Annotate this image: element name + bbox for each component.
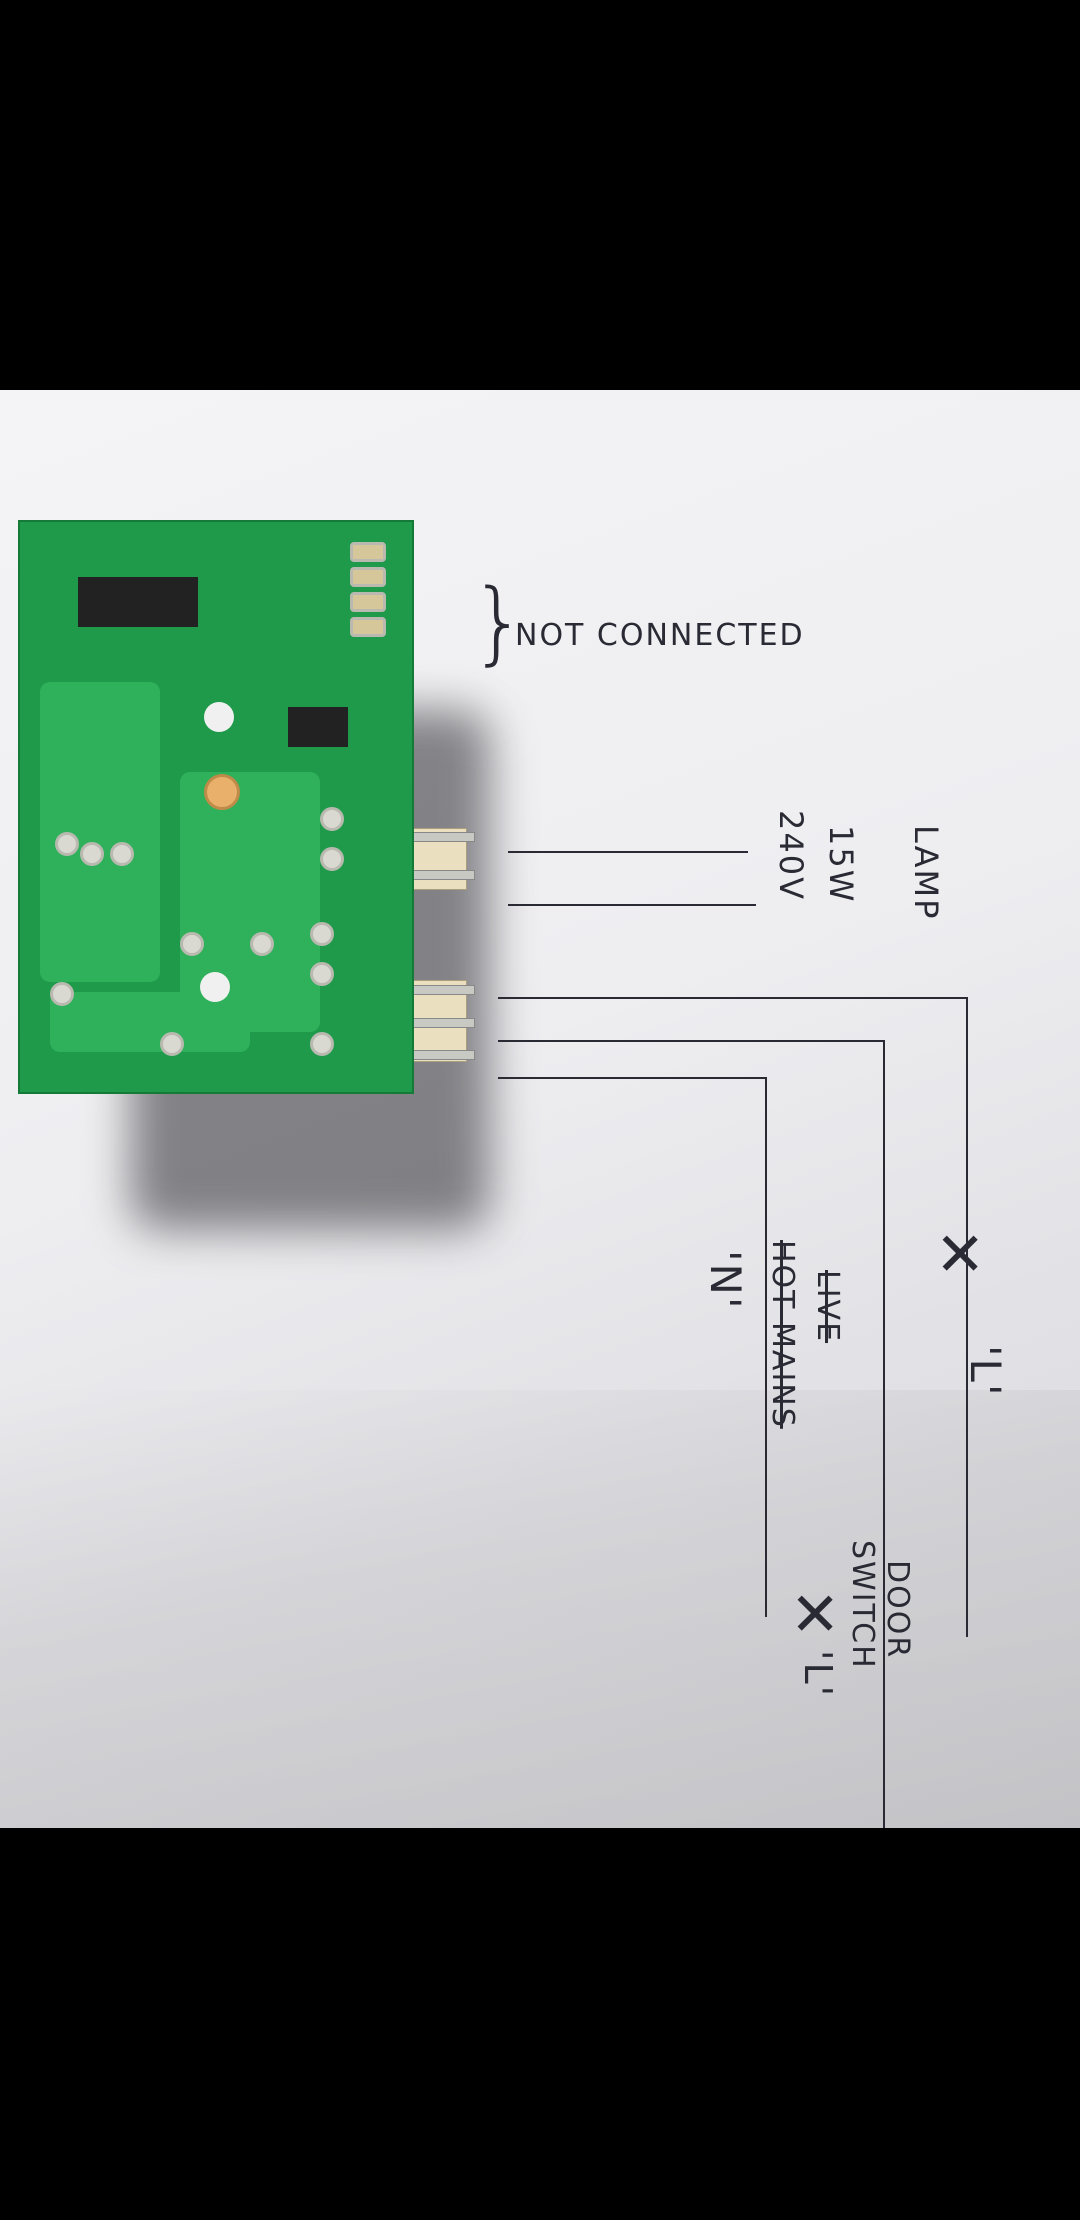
wire-door [883,1040,885,1828]
regulator [288,707,348,747]
switch-label: SWITCH [845,1540,880,1670]
pin [405,832,475,842]
pin [405,1050,475,1060]
live-label: 'L' [961,1345,1010,1398]
wire-neutral [765,1077,767,1617]
lamp-power: 15W [822,825,860,904]
door-live-label: 'L' [796,1650,840,1699]
live-crossed: LIVE [810,1270,845,1344]
neutral-label: 'N' [701,1250,750,1311]
door-label: DOOR [880,1560,915,1660]
pin [405,1018,475,1028]
wire-live [498,997,966,999]
pin [405,985,475,995]
paper-shadow [0,1390,1080,1828]
cross-mark: ✕ [935,1220,986,1290]
lamp-wire [508,904,756,906]
lamp-voltage: 240V [772,810,810,901]
brace: } [470,570,530,675]
lamp-wire [508,851,748,853]
pin [405,870,475,880]
not-connected-note: NOT CONNECTED [515,618,805,653]
circuit-board [18,520,414,1094]
wire-neutral [498,1077,765,1079]
photo: } NOT CONNECTED LAMP 15W 240V ✕ 'L' 'N' … [0,390,1080,1828]
hot-mains-crossed: HOT MAINS [765,1240,800,1429]
cross-mark: ✕ [790,1580,841,1650]
lamp-label: LAMP [907,825,945,921]
wire-live [966,997,968,1637]
ic-chip [78,577,198,627]
wire-door [498,1040,884,1042]
